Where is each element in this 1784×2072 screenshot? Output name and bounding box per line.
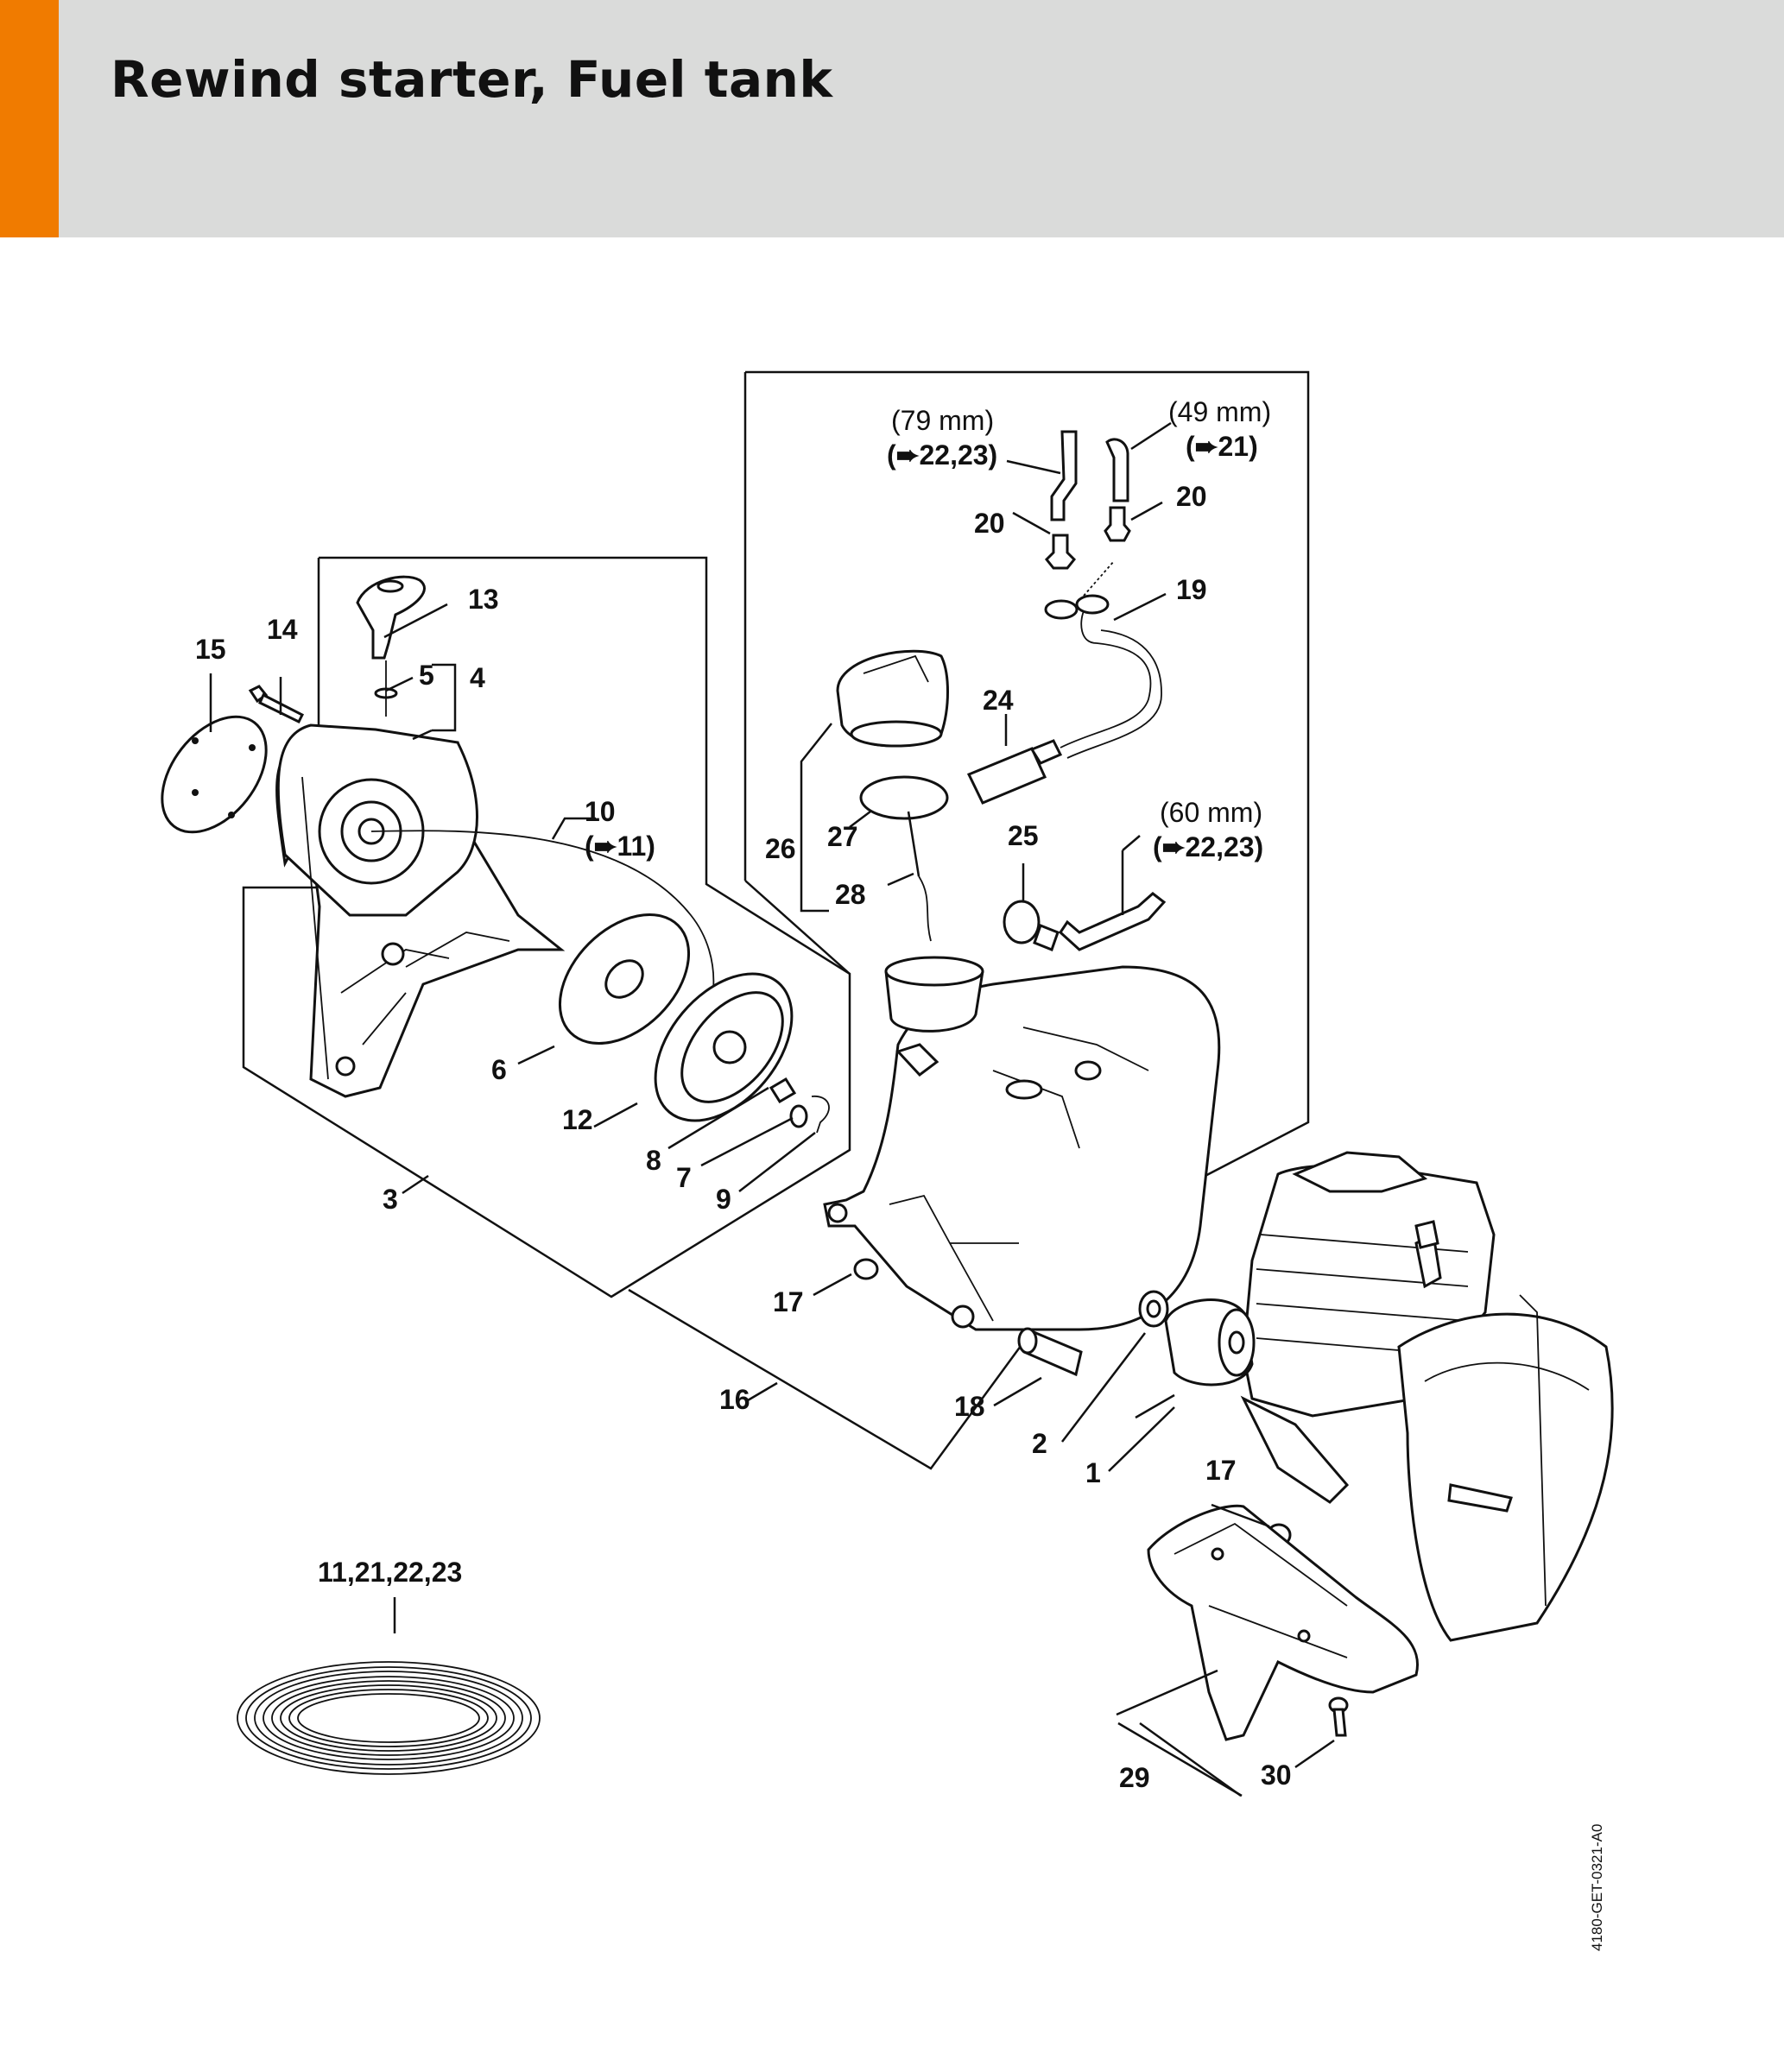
hose-49mm	[1105, 438, 1129, 502]
accent-bar	[0, 0, 59, 237]
label-13: 13	[468, 584, 499, 615]
connector-20a	[1044, 534, 1077, 570]
fuel-pickup	[966, 739, 1063, 805]
label-1: 1	[1085, 1457, 1101, 1488]
label-hose-kit: 11,21,22,23	[318, 1557, 462, 1588]
starter-grip	[356, 575, 426, 660]
label-9: 9	[716, 1184, 731, 1215]
screw-14	[248, 685, 305, 724]
label-7: 7	[676, 1162, 692, 1193]
sleeve-18	[1017, 1327, 1083, 1377]
label-17b: 17	[1205, 1455, 1237, 1486]
label-10: 10	[585, 796, 616, 827]
label-28: 28	[835, 879, 866, 910]
label-8: 8	[646, 1145, 661, 1176]
flywheel-cup	[1164, 1298, 1256, 1387]
grommet-17a	[853, 1258, 879, 1280]
label-27: 27	[827, 821, 858, 852]
hose-49-ref: (➨21)	[1186, 431, 1258, 462]
label-29: 29	[1119, 1762, 1150, 1793]
hose-79mm	[1050, 430, 1078, 521]
tank-cap	[836, 649, 949, 748]
label-17a: 17	[773, 1286, 804, 1317]
washer-8	[789, 1104, 808, 1128]
label-26: 26	[765, 833, 796, 864]
label-25: 25	[1008, 820, 1039, 851]
tank-frame-diag	[744, 880, 851, 975]
screw-30	[1328, 1696, 1349, 1737]
fuel-hose	[1044, 594, 1162, 759]
label-6: 6	[491, 1054, 507, 1085]
hose-79-length: (79 mm)	[891, 405, 994, 436]
label-2: 2	[1032, 1428, 1047, 1459]
rope-ref-note: (➨11)	[585, 831, 655, 862]
leader-lines	[209, 421, 1335, 1797]
label-4: 4	[470, 662, 485, 693]
bracket	[1147, 1504, 1419, 1741]
hose-79-ref: (➨22,23)	[887, 439, 997, 471]
nut-2	[1138, 1290, 1169, 1328]
fuel-tank	[823, 956, 1221, 1331]
label-15: 15	[195, 634, 226, 665]
page-title: Rewind starter, Fuel tank	[111, 50, 833, 109]
tank-group-frame	[628, 370, 1310, 1470]
header-bar	[0, 0, 1784, 237]
connector-20b	[1104, 506, 1131, 542]
label-3: 3	[383, 1184, 398, 1215]
starter-housing	[275, 723, 566, 1098]
hose-60-ref: (➨22,23)	[1153, 831, 1263, 862]
drawing-id: 4180-GET-0321-A0	[1589, 1823, 1605, 1951]
label-24: 24	[983, 685, 1014, 716]
cap-retainer	[907, 811, 932, 942]
label-19: 19	[1176, 574, 1207, 605]
hose-49-length: (49 mm)	[1168, 396, 1271, 427]
spring-clip	[811, 1096, 830, 1134]
hose-coil	[237, 1661, 541, 1775]
label-20a: 20	[974, 508, 1005, 539]
rope-rotor	[654, 972, 794, 1122]
label-14: 14	[267, 614, 298, 645]
label-18: 18	[954, 1391, 985, 1422]
starter-group-frame	[242, 556, 851, 1298]
o-ring	[859, 775, 949, 820]
hose-60mm	[1059, 892, 1167, 951]
label-16: 16	[719, 1384, 750, 1415]
label-30: 30	[1261, 1759, 1292, 1791]
tank-vent	[1003, 900, 1060, 951]
label-20b: 20	[1176, 481, 1207, 512]
hose-60-length: (60 mm)	[1160, 797, 1262, 828]
spring-housing	[558, 913, 691, 1045]
label-5: 5	[419, 660, 434, 691]
cover-plate	[161, 715, 268, 834]
pawl	[769, 1077, 797, 1104]
label-12: 12	[562, 1104, 593, 1135]
engine-assembly	[1240, 1151, 1614, 1642]
